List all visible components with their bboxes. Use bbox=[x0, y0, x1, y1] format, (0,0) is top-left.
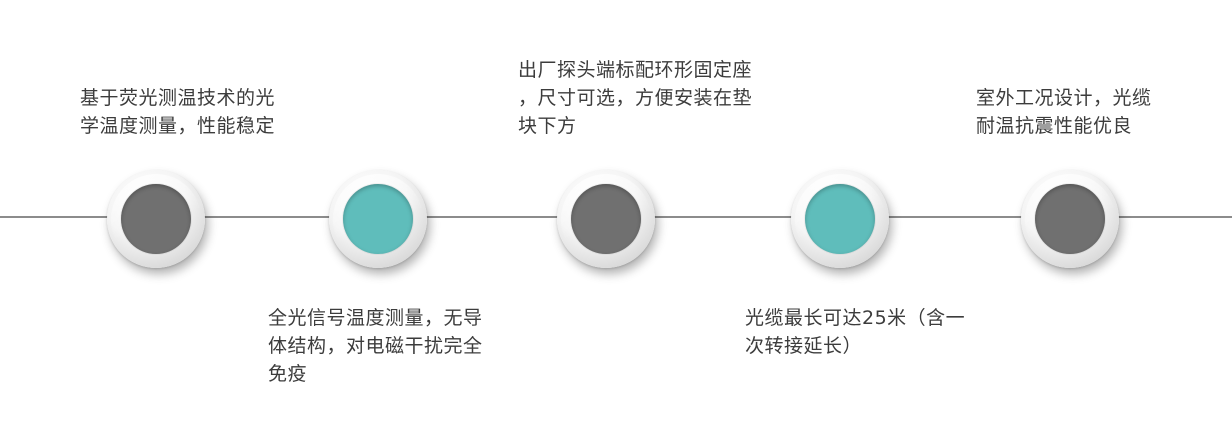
timeline-node-2-center bbox=[343, 184, 413, 254]
timeline-node-1 bbox=[107, 170, 205, 268]
timeline-node-5-center bbox=[1035, 184, 1105, 254]
step-5-text: 室外工况设计，光缆 耐温抗震性能优良 bbox=[976, 87, 1152, 137]
timeline-node-3-center bbox=[571, 184, 641, 254]
step-1-text: 基于荧光测温技术的光 学温度测量，性能稳定 bbox=[80, 87, 276, 137]
timeline-node-3 bbox=[557, 170, 655, 268]
step-3-text: 出厂探头端标配环形固定座 ，尺寸可选，方便安装在垫 块下方 bbox=[518, 59, 753, 137]
timeline-node-1-center bbox=[121, 184, 191, 254]
step-2-text: 全光信号温度测量，无导 体结构，对电磁干扰完全 免疫 bbox=[268, 307, 483, 385]
timeline-node-4-center bbox=[805, 184, 875, 254]
step-4-text: 光缆最长可达25米（含一 次转接延长） bbox=[745, 307, 966, 357]
timeline-node-4 bbox=[791, 170, 889, 268]
timeline-node-2 bbox=[329, 170, 427, 268]
timeline-node-5 bbox=[1021, 170, 1119, 268]
